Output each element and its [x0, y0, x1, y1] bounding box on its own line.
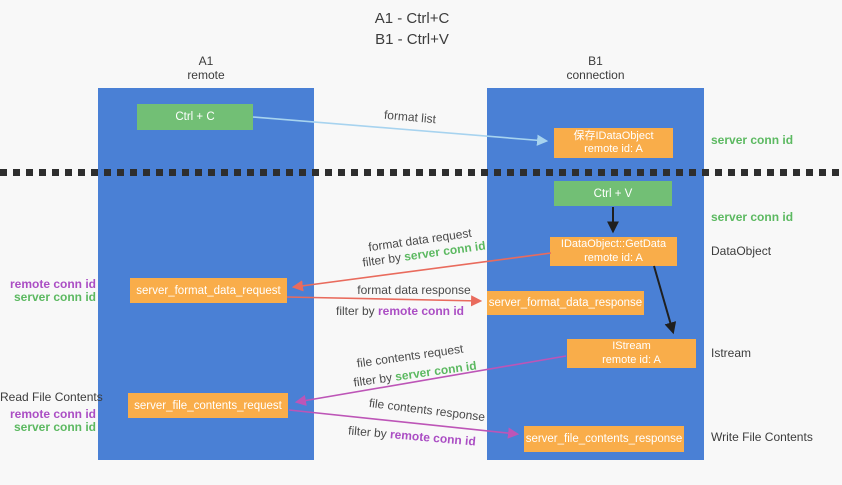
label-read-file-contents: Read File Contents	[0, 390, 103, 404]
filter-prefix: filter by	[347, 423, 391, 442]
column-b1-name: B1	[588, 54, 603, 68]
node-istream-line1: IStream	[612, 340, 651, 352]
column-a1-name: A1	[198, 54, 214, 68]
title-line-b1: B1 - Ctrl+V	[375, 31, 449, 48]
label-filter-by-remote-conn-id-1: filter by remote conn id	[330, 304, 470, 318]
label-format-data-response: format data response	[357, 283, 471, 297]
node-save-idataobject: 保存IDataObject remote id: A	[554, 128, 673, 158]
node-save-idataobject-line1: 保存IDataObject	[573, 129, 654, 142]
diagram-title: A1 - Ctrl+C B1 - Ctrl+V	[312, 8, 512, 50]
label-filter-by-remote-conn-id-2: filter by remote conn id	[342, 423, 483, 449]
label-remote-conn-id-top-left: remote conn id	[9, 277, 96, 291]
node-ctrl-v: Ctrl + V	[554, 181, 672, 206]
filter-prefix: filter by	[335, 304, 378, 318]
node-server-file-contents-request: server_file_contents_request	[128, 393, 288, 418]
node-getdata-line1: IDataObject::GetData	[560, 238, 667, 250]
node-server-format-data-request: server_format_data_request	[130, 278, 287, 303]
node-istream-line2: remote id: A	[602, 353, 661, 366]
node-idataobject-getdata: IDataObject::GetData remote id: A	[550, 237, 677, 266]
label-dataobject: DataObject	[711, 244, 772, 258]
node-ctrl-c: Ctrl + C	[137, 104, 253, 130]
label-write-file-contents: Write File Contents	[711, 430, 813, 444]
node-getdata-line2: remote id: A	[584, 251, 643, 264]
dashed-separator	[0, 169, 842, 176]
column-b1-subtitle: connection	[566, 68, 625, 82]
filter-highlight-remote: remote conn id	[378, 304, 465, 318]
node-save-idataobject-line2: remote id: A	[584, 143, 643, 155]
node-istream: IStream remote id: A	[567, 339, 696, 368]
label-server-conn-id-top-left: server conn id	[13, 290, 96, 304]
node-server-file-contents-response: server_file_contents_response	[524, 426, 684, 452]
column-header-b1: B1 connection	[487, 54, 704, 82]
column-a1-subtitle: remote	[187, 68, 225, 82]
title-line-a1: A1 - Ctrl+C	[374, 10, 450, 27]
label-remote-conn-id-bottom-left: remote conn id	[9, 407, 96, 421]
column-header-a1: A1 remote	[98, 54, 314, 82]
label-server-conn-id-mid-right: server conn id	[711, 210, 794, 224]
node-server-format-data-response: server_format_data_response	[487, 291, 644, 315]
arrow-format-data-response	[286, 295, 483, 307]
label-server-conn-id-bottom-left: server conn id	[13, 420, 96, 434]
filter-highlight-remote: remote conn id	[389, 427, 477, 449]
label-istream: Istream	[711, 346, 752, 360]
label-server-conn-id-top-right: server conn id	[711, 133, 794, 147]
label-format-list: format list	[383, 107, 437, 127]
filter-prefix: filter by	[352, 369, 397, 390]
label-file-contents-response: file contents response	[368, 395, 486, 425]
